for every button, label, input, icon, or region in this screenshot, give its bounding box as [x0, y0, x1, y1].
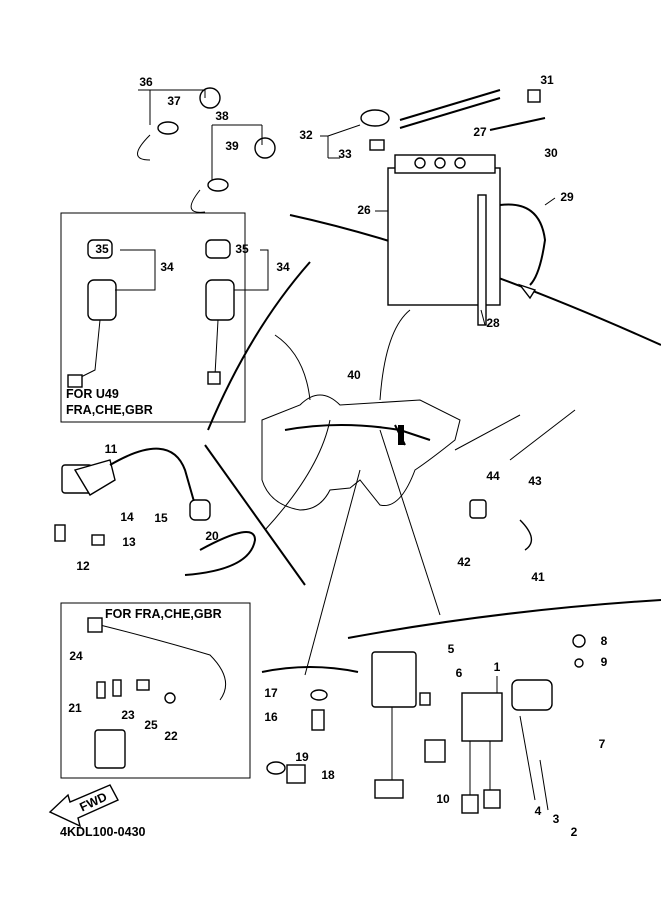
callout-number: 23 — [121, 708, 135, 722]
callout-number: 28 — [486, 316, 500, 330]
callout-number: 30 — [544, 146, 558, 160]
battery — [387, 154, 547, 326]
callout-number: 36 — [139, 75, 153, 89]
callout-number: 14 — [120, 510, 134, 524]
fra-note: FOR FRA,CHE,GBR — [105, 607, 222, 621]
callout-number: 12 — [76, 559, 90, 573]
callout-number: 25 — [144, 718, 158, 732]
callout-number: 10 — [436, 792, 450, 806]
u49-option-box — [60, 212, 246, 423]
callout-number: 38 — [215, 109, 229, 123]
callout-number: 20 — [205, 529, 219, 543]
callout-number: 40 — [347, 368, 361, 382]
callout-number: 39 — [225, 139, 239, 153]
callout-number: 34 — [160, 260, 174, 274]
diagram-code: 4KDL100-0430 — [60, 825, 146, 839]
callout-number: 32 — [299, 128, 313, 142]
callout-number: 19 — [295, 750, 309, 764]
callout-number: 6 — [456, 666, 463, 680]
callout-number: 5 — [448, 642, 455, 656]
battery-parts — [360, 89, 546, 151]
callout-number: 35 — [95, 242, 109, 256]
callout-number: 37 — [167, 94, 181, 108]
fra-option-box — [60, 602, 251, 779]
callout-number: 27 — [473, 125, 487, 139]
u49-note-line2: FRA,CHE,GBR — [66, 403, 153, 417]
callout-number: 8 — [601, 634, 608, 648]
fwd-arrow-icon: FWD — [48, 784, 119, 828]
callout-number: 35 — [235, 242, 249, 256]
leader-lines — [115, 89, 556, 811]
callout-number: 33 — [338, 147, 352, 161]
callout-number: 26 — [357, 203, 371, 217]
callout-number: 31 — [540, 73, 554, 87]
callout-number: 22 — [164, 729, 178, 743]
callout-number: 13 — [122, 535, 136, 549]
components — [54, 87, 586, 814]
callout-number: 1 — [494, 660, 501, 674]
callout-number: 18 — [321, 768, 335, 782]
callout-number: 21 — [68, 701, 82, 715]
callout-number: 42 — [457, 555, 471, 569]
callout-number: 9 — [601, 655, 608, 669]
callout-number: 4 — [535, 804, 542, 818]
callout-number: 15 — [154, 511, 168, 525]
u49-note-line1: FOR U49 — [66, 387, 119, 401]
callout-number: 29 — [560, 190, 574, 204]
callout-number: 43 — [528, 474, 542, 488]
callout-number: 44 — [486, 469, 500, 483]
callout-number: 2 — [571, 825, 578, 839]
callout-number: 24 — [69, 649, 83, 663]
callout-number: 11 — [105, 442, 118, 456]
callout-number: 7 — [599, 737, 606, 751]
callout-number: 34 — [276, 260, 290, 274]
callout-number: 17 — [264, 686, 278, 700]
callout-number: 41 — [531, 570, 545, 584]
callout-number: 3 — [553, 812, 560, 826]
vehicle-outline — [261, 394, 461, 511]
callout-number: 16 — [264, 710, 278, 724]
